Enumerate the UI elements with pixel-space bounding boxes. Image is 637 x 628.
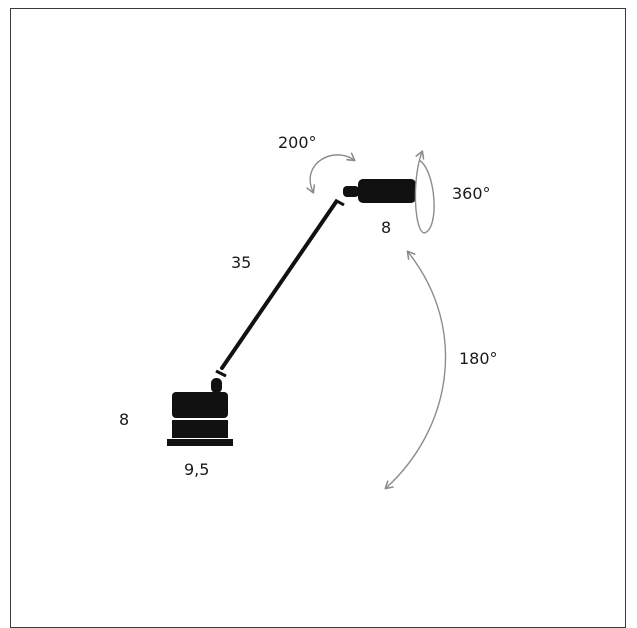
rotation-arrows (306, 150, 447, 490)
arm-tick-lower (215, 369, 227, 378)
arm-swing-label: 180° (459, 349, 498, 368)
base-height-label: 8 (119, 410, 129, 429)
arm-rod (220, 200, 338, 370)
arm-swing-arrow (384, 250, 447, 490)
base-upper-block (172, 392, 228, 418)
lamp-arm (215, 198, 345, 378)
head-rotation-label: 200° (278, 133, 317, 152)
head-shade (358, 179, 416, 203)
head-width-label: 8 (381, 218, 391, 237)
head-joint (343, 186, 359, 197)
arm-length-label: 35 (231, 253, 251, 272)
arm-tick-upper (334, 198, 345, 207)
head-spin-label: 360° (452, 184, 491, 203)
base-lower-block (172, 420, 228, 438)
head-spin-arrow (414, 150, 435, 234)
lamp-dimension-diagram: 200° 360° 8 35 180° 8 9,5 (119, 133, 498, 490)
lamp-base (167, 378, 233, 446)
lamp-head (343, 179, 416, 203)
head-rotation-arrow (306, 152, 356, 194)
base-width-label: 9,5 (184, 460, 209, 479)
base-plate (167, 439, 233, 446)
base-joint (211, 378, 222, 393)
